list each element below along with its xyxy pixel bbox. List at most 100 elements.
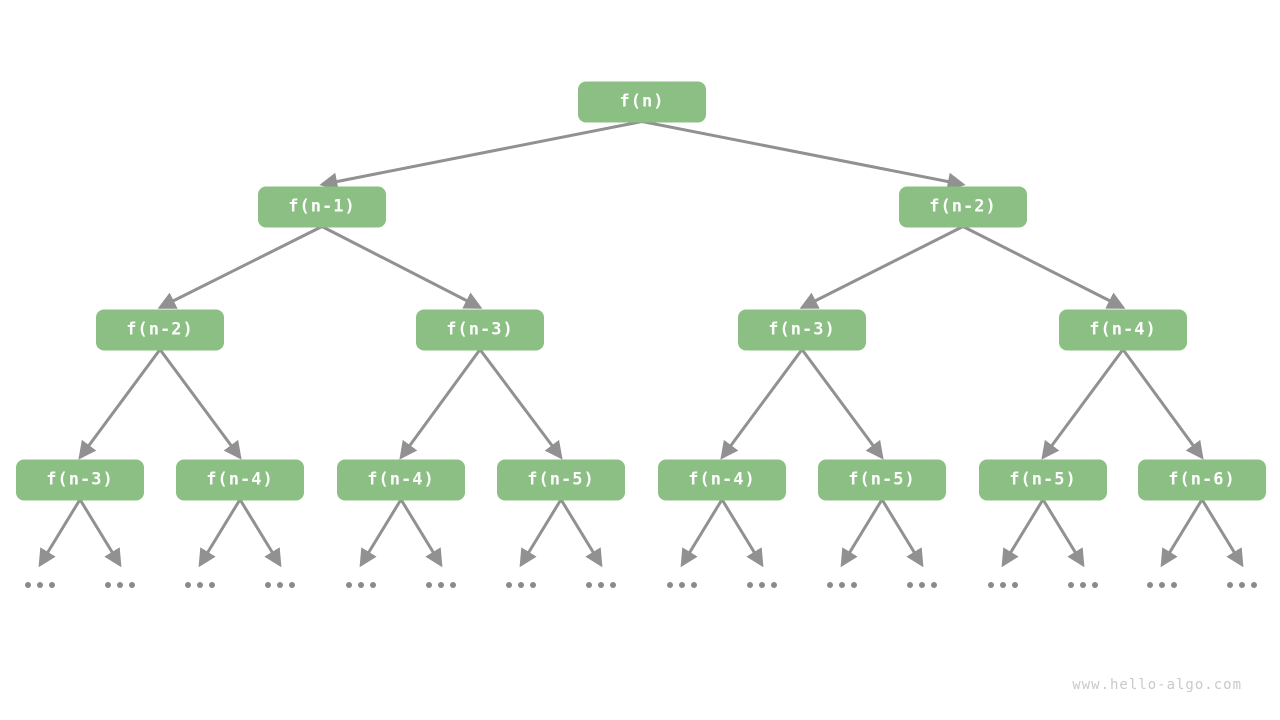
tree-node: f(n-3) [416,309,544,351]
edge-arrow [519,498,563,568]
ellipsis-node [346,582,376,588]
edge-arrow [680,498,724,568]
ellipsis-dot [289,582,295,588]
edge-arrow [1121,348,1204,460]
ellipsis-dot [988,582,994,588]
ellipsis-dot [450,582,456,588]
ellipsis-dot [1147,582,1153,588]
ellipsis-node [506,582,536,588]
ellipsis-dot [839,582,845,588]
ellipsis-node [105,582,135,588]
edge-arrow [1041,498,1085,568]
ellipsis-dot [610,582,616,588]
ellipsis-dot [598,582,604,588]
ellipsis-node [265,582,295,588]
edge-arrow [359,498,403,568]
ellipsis-dot [586,582,592,588]
ellipsis-dot [105,582,111,588]
edge-arrow [238,498,282,568]
edge-arrow [1160,498,1204,568]
ellipsis-dot [25,582,31,588]
tree-node: f(n-3) [738,309,866,351]
ellipsis-dot [346,582,352,588]
ellipsis-dot [518,582,524,588]
tree-node: f(n-5) [818,459,946,501]
edge-arrow [559,498,603,568]
ellipsis-dot [506,582,512,588]
ellipsis-dot [1251,582,1257,588]
ellipsis-dot [530,582,536,588]
edge-arrow [800,348,884,460]
tree-node: f(n-4) [337,459,465,501]
edge-arrow [840,498,884,568]
ellipsis-dot [1012,582,1018,588]
edge-arrow [962,225,1126,309]
tree-node: f(n-6) [1138,459,1266,501]
ellipsis-dot [1092,582,1098,588]
ellipsis-node [185,582,215,588]
ellipsis-node [988,582,1018,588]
edge-arrow [1001,498,1045,568]
edge-arrow [321,225,483,309]
ellipsis-dot [679,582,685,588]
tree-node: f(n-5) [497,459,625,501]
ellipsis-node [586,582,616,588]
ellipsis-dot [759,582,765,588]
ellipsis-node [907,582,937,588]
tree-node: f(n-4) [176,459,304,501]
tree-node: f(n-5) [979,459,1107,501]
tree-node: f(n) [578,81,706,123]
edge-arrow [157,225,323,309]
edge-arrow [478,348,563,460]
edge-arrow [78,348,162,460]
ellipsis-dot [117,582,123,588]
ellipsis-dot [358,582,364,588]
edge-arrow [1041,348,1125,460]
ellipsis-dot [185,582,191,588]
edge-arrow [720,498,764,568]
tree-node: f(n-4) [658,459,786,501]
ellipsis-dot [691,582,697,588]
edge-arrow [399,498,443,568]
ellipsis-dot [197,582,203,588]
ellipsis-dot [370,582,376,588]
edge-arrow [78,498,122,568]
watermark-text: www.hello-algo.com [1072,677,1242,693]
ellipsis-dot [771,582,777,588]
ellipsis-dot [438,582,444,588]
ellipsis-node [1227,582,1257,588]
ellipsis-dot [747,582,753,588]
ellipsis-dot [667,582,673,588]
tree-node: f(n-2) [899,186,1027,228]
ellipsis-dot [49,582,55,588]
ellipsis-dot [277,582,283,588]
ellipsis-dot [37,582,43,588]
edge-arrow [38,498,82,568]
ellipsis-dot [426,582,432,588]
ellipsis-node [667,582,697,588]
edge-arrow [158,348,242,460]
edge-arrow [641,120,966,191]
edge-arrow [720,348,804,460]
ellipsis-node [747,582,777,588]
ellipsis-dot [827,582,833,588]
ellipsis-dot [1000,582,1006,588]
tree-node: f(n-3) [16,459,144,501]
edge-arrow [880,498,924,568]
ellipsis-dot [907,582,913,588]
ellipsis-dot [209,582,215,588]
ellipsis-dot [851,582,857,588]
edge-arrow [799,225,964,309]
ellipsis-dot [265,582,271,588]
ellipsis-dot [1171,582,1177,588]
edge-arrow [319,120,643,191]
edge-arrow [198,498,242,568]
ellipsis-node [426,582,456,588]
ellipsis-dot [1227,582,1233,588]
ellipsis-dot [919,582,925,588]
edge-arrow [1200,498,1244,568]
ellipsis-node [1068,582,1098,588]
ellipsis-dot [931,582,937,588]
tree-node: f(n-1) [258,186,386,228]
